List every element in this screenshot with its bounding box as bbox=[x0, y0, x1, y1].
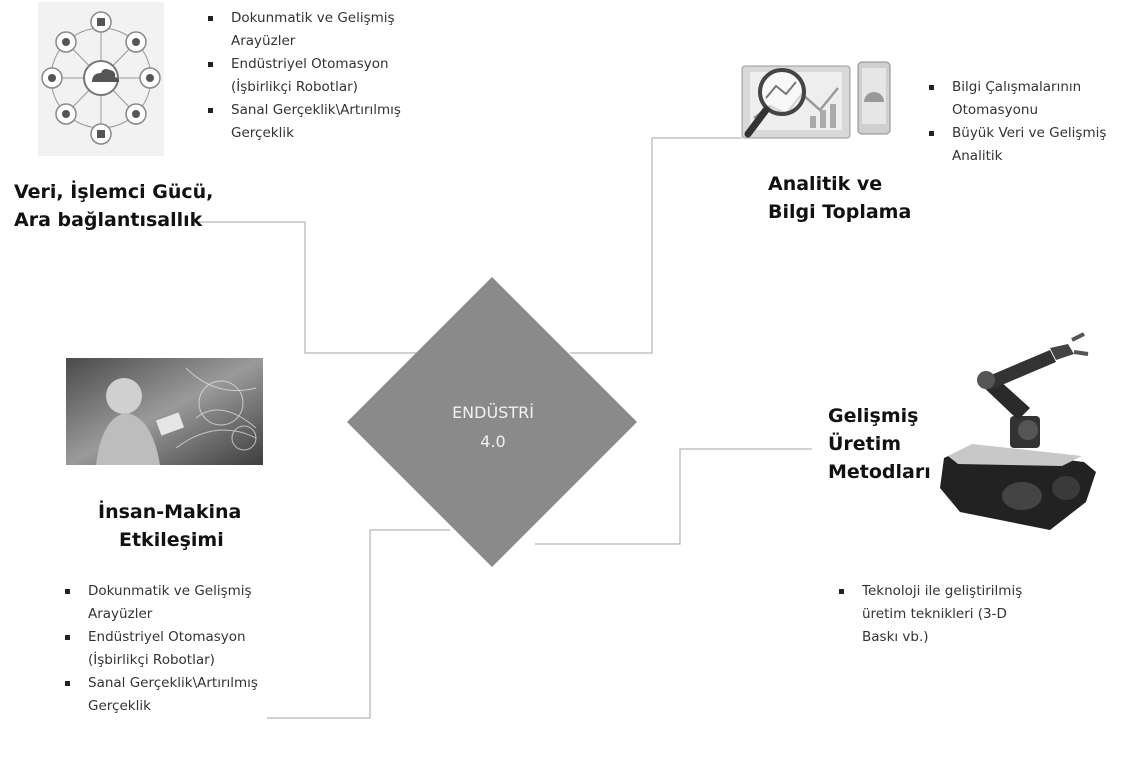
connector-hmi bbox=[267, 529, 450, 719]
bullet-item: Sanal Gerçeklik\Artırılmış Gerçeklik bbox=[205, 99, 415, 145]
center-label-line1: ENDÜSTRİ bbox=[452, 403, 534, 422]
human-interface-photo bbox=[66, 358, 263, 465]
manufacturing-title-line2: Üretim bbox=[828, 433, 902, 455]
analytics-title-line1: Analitik ve bbox=[768, 173, 883, 195]
bullet-item: Teknoloji ile geliştirilmiş üretim tekni… bbox=[836, 580, 1036, 649]
hmi-title-line1: İnsan-Makina bbox=[98, 501, 242, 523]
manufacturing-title-line3: Metodları bbox=[828, 461, 931, 483]
hmi-bullets: Dokunmatik ve Gelişmiş Arayüzler Endüstr… bbox=[62, 580, 272, 718]
bullet-item: Endüstriyel Otomasyon (İşbirlikçi Robotl… bbox=[62, 626, 272, 672]
connector-manufacturing bbox=[535, 448, 812, 545]
data-title: Veri, İşlemci Gücü, Ara bağlantısallık bbox=[14, 178, 213, 234]
hmi-title-line2: Etkileşimi bbox=[119, 529, 224, 551]
magnifier-analytics-icon bbox=[740, 58, 892, 154]
bullet-item: Dokunmatik ve Gelişmiş Arayüzler bbox=[62, 580, 272, 626]
data-title-line1: Veri, İşlemci Gücü, bbox=[14, 181, 214, 203]
data-title-line2: Ara bağlantısallık bbox=[14, 209, 203, 231]
connector-analytics bbox=[570, 137, 742, 354]
robotic-arm-photo bbox=[938, 330, 1098, 530]
center-label-line2: 4.0 bbox=[480, 432, 506, 451]
analytics-title-line2: Bilgi Toplama bbox=[768, 201, 912, 223]
analytics-bullets: Bilgi Çalışmalarının Otomasyonu Büyük Ve… bbox=[926, 76, 1126, 168]
analytics-title: Analitik ve Bilgi Toplama bbox=[768, 170, 911, 226]
bullet-item: Büyük Veri ve Gelişmiş Analitik bbox=[926, 122, 1126, 168]
bullet-item: Bilgi Çalışmalarının Otomasyonu bbox=[926, 76, 1126, 122]
data-bullets: Dokunmatik ve Gelişmiş Arayüzler Endüstr… bbox=[205, 7, 415, 145]
manufacturing-title-line1: Gelişmiş bbox=[828, 405, 919, 427]
manufacturing-title: Gelişmiş Üretim Metodları bbox=[828, 402, 931, 486]
network-hub-icon bbox=[38, 2, 164, 156]
manufacturing-bullets: Teknoloji ile geliştirilmiş üretim tekni… bbox=[836, 580, 1036, 649]
bullet-item: Dokunmatik ve Gelişmiş Arayüzler bbox=[205, 7, 415, 53]
center-label: ENDÜSTRİ 4.0 bbox=[428, 398, 558, 456]
hmi-title: İnsan-Makina Etkileşimi bbox=[98, 498, 241, 554]
connector-data bbox=[195, 221, 420, 354]
center-diamond bbox=[347, 277, 637, 567]
bullet-item: Endüstriyel Otomasyon (İşbirlikçi Robotl… bbox=[205, 53, 415, 99]
bullet-item: Sanal Gerçeklik\Artırılmış Gerçeklik bbox=[62, 672, 272, 718]
